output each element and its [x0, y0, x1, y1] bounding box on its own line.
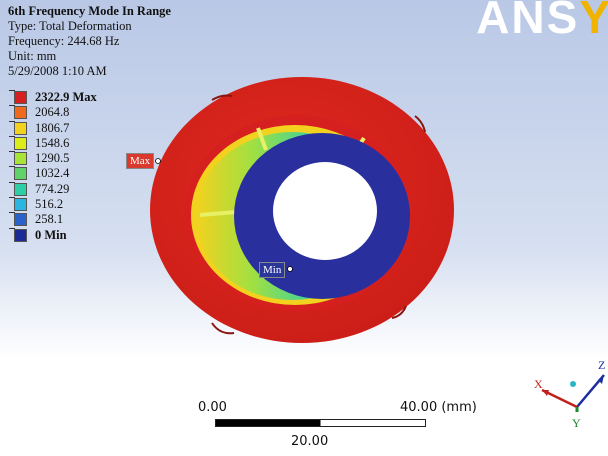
ansys-logo: ANSY: [476, 0, 608, 43]
y-axis-label: Y: [572, 416, 581, 430]
scale-left-value: 0.00: [198, 400, 227, 415]
x-axis-label: X: [534, 377, 543, 391]
result-unit: Unit: mm: [8, 49, 57, 63]
result-date: 5/29/2008 1:10 AM: [8, 64, 107, 78]
axis-triad[interactable]: X Y Z: [530, 350, 608, 430]
legend-swatch: [14, 91, 27, 104]
legend-swatch: [14, 198, 27, 212]
legend-label: 1032.4: [35, 166, 70, 181]
scale-bar: [215, 419, 426, 427]
z-axis-label: Z: [598, 358, 605, 372]
model-info: 6th Frequency Mode In Range Type: Total …: [8, 4, 171, 79]
bolt-notches: [211, 94, 426, 335]
result-frequency: Frequency: 244.68 Hz: [8, 34, 120, 48]
legend-swatch: [14, 152, 27, 166]
legend-label: 1290.5: [35, 151, 70, 166]
min-probe-label[interactable]: Min: [259, 262, 286, 278]
result-title: 6th Frequency Mode In Range: [8, 4, 171, 18]
legend-label: 774.29: [35, 181, 70, 196]
legend-label: 1548.6: [35, 135, 70, 150]
legend-swatch: [14, 136, 27, 150]
scale-mid-value: 20.00: [291, 434, 329, 449]
legend-swatch: [14, 121, 27, 135]
legend-swatch: [14, 213, 27, 227]
legend-label: 2322.9 Max: [35, 90, 97, 104]
legend-swatch: [14, 167, 27, 181]
legend-label: 2064.8: [35, 105, 70, 120]
result-type: Type: Total Deformation: [8, 19, 132, 33]
legend-swatch: [14, 182, 27, 196]
center-bore: [273, 162, 377, 260]
legend-label: 0 Min: [35, 227, 67, 242]
legend-label: 1806.7: [35, 120, 70, 135]
legend-label: 258.1: [35, 212, 64, 227]
scale-right-value: 40.00 (mm): [400, 400, 477, 415]
legend-swatch: [14, 228, 27, 242]
max-probe-label[interactable]: Max: [126, 153, 155, 169]
legend-swatch: [14, 106, 27, 120]
legend-label: 516.2: [35, 197, 64, 212]
